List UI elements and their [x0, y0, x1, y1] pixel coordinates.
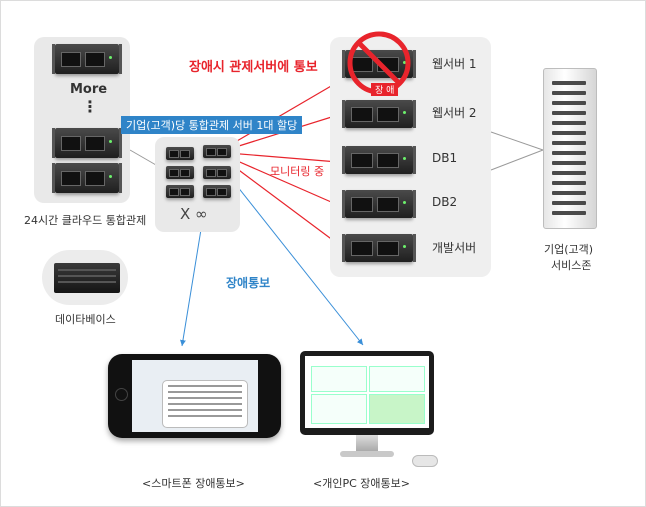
server-icon [342, 100, 416, 128]
arrow-to-db1 [227, 152, 339, 166]
pc-caption: <개인PC 장애통보> [313, 477, 410, 490]
server-icon [342, 146, 416, 174]
mouse-icon [412, 455, 438, 467]
arrow-to-pc [217, 161, 364, 346]
arrow-to-db2 [225, 155, 339, 206]
server-label-dev: 개발서버 [432, 241, 477, 255]
server-label-web2: 웹서버 2 [432, 106, 477, 120]
server-icon [52, 128, 122, 158]
failure-notice-label: 장애시 관제서버에 통보 [189, 60, 318, 75]
monitoring-label: 모니터링 중 [270, 165, 325, 178]
more-dots: ⋮ [82, 97, 98, 116]
link-to-servicezone-a [490, 131, 544, 151]
database-server-icon [54, 263, 120, 293]
rack-tower-icon [543, 68, 597, 229]
server-icon [52, 44, 122, 74]
server-icon [342, 190, 416, 218]
allocation-badge: 기업(고객)당 통합관제 서버 1대 할당 [121, 116, 303, 134]
service-zone-line1: 기업(고객) [544, 243, 594, 256]
service-zone-line2: 서비스존 [551, 259, 592, 272]
alert-label: 장애통보 [226, 276, 271, 290]
database-label: 데이타베이스 [55, 313, 116, 326]
more-label: More [70, 82, 108, 97]
server-icon [166, 166, 194, 179]
server-icon [166, 185, 194, 198]
server-icon [342, 234, 416, 262]
server-icon [203, 145, 231, 158]
arrow-to-devserver [223, 158, 339, 245]
smartphone-caption: <스마트폰 장애통보> [142, 477, 245, 490]
server-icon [203, 166, 231, 179]
server-label-db2: DB2 [432, 195, 458, 209]
pc-monitor-icon [300, 351, 434, 435]
link-left-to-mid [129, 149, 157, 166]
link-to-servicezone-b [490, 149, 544, 171]
arrow-to-webserver1 [224, 81, 339, 149]
server-label-db1: DB1 [432, 151, 458, 165]
server-label-web1: 웹서버 1 [432, 57, 477, 71]
cloud-control-caption: 24시간 클라우드 통합관제 [24, 214, 147, 227]
server-icon [203, 185, 231, 198]
server-icon [166, 147, 194, 160]
monitor-base [340, 451, 394, 457]
server-icon [52, 163, 122, 193]
smartphone-icon [108, 354, 281, 438]
multiplier-label: X ∞ [180, 205, 208, 223]
failure-badge: 장 애 [371, 83, 399, 96]
monitor-stand [356, 435, 378, 451]
